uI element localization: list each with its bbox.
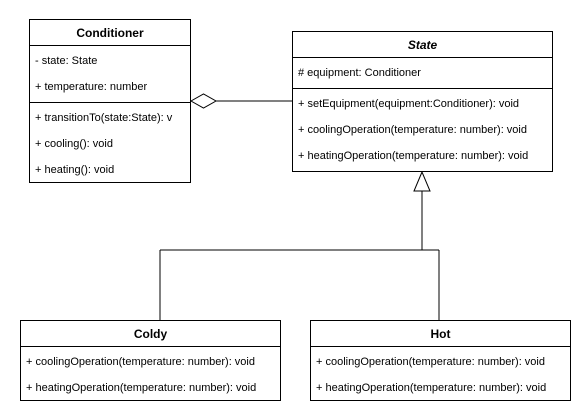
aggregation-diamond bbox=[189, 93, 218, 109]
class-state[interactable]: State # equipment: Conditioner + setEqui… bbox=[292, 31, 553, 172]
method-heating: + heating(): void bbox=[35, 164, 115, 176]
inheritance-arrowhead bbox=[413, 170, 431, 192]
class-conditioner[interactable]: Conditioner - state: State + temperature… bbox=[29, 19, 191, 183]
method-heating-operation: + heatingOperation(temperature: number):… bbox=[316, 382, 547, 394]
class-state-title: State bbox=[293, 32, 552, 58]
attribute-temperature: + temperature: number bbox=[35, 81, 148, 93]
class-state-methods: + setEquipment(equipment:Conditioner): v… bbox=[293, 89, 552, 171]
class-coldy[interactable]: Coldy + coolingOperation(temperature: nu… bbox=[20, 320, 281, 401]
attribute-state: - state: State bbox=[35, 55, 98, 67]
method-cooling: + cooling(): void bbox=[35, 138, 113, 150]
method-heating-operation: + heatingOperation(temperature: number):… bbox=[26, 382, 257, 394]
method-cooling-operation: + coolingOperation(temperature: number):… bbox=[316, 356, 545, 368]
class-conditioner-attributes: - state: State + temperature: number bbox=[30, 46, 190, 103]
class-hot[interactable]: Hot + coolingOperation(temperature: numb… bbox=[310, 320, 571, 401]
method-transition-to: + transitionTo(state:State): v bbox=[35, 112, 173, 124]
method-heating-operation: + heatingOperation(temperature: number):… bbox=[298, 150, 529, 162]
class-hot-title: Hot bbox=[311, 321, 570, 347]
class-hot-methods: + coolingOperation(temperature: number):… bbox=[311, 347, 570, 403]
method-cooling-operation: + coolingOperation(temperature: number):… bbox=[26, 356, 255, 368]
class-state-attributes: # equipment: Conditioner bbox=[293, 58, 552, 89]
class-conditioner-methods: + transitionTo(state:State): v + cooling… bbox=[30, 103, 190, 185]
method-set-equipment: + setEquipment(equipment:Conditioner): v… bbox=[298, 98, 520, 110]
class-coldy-title: Coldy bbox=[21, 321, 280, 347]
class-coldy-methods: + coolingOperation(temperature: number):… bbox=[21, 347, 280, 403]
attribute-equipment: # equipment: Conditioner bbox=[298, 67, 421, 79]
method-cooling-operation: + coolingOperation(temperature: number):… bbox=[298, 124, 527, 136]
class-conditioner-title: Conditioner bbox=[30, 20, 190, 46]
